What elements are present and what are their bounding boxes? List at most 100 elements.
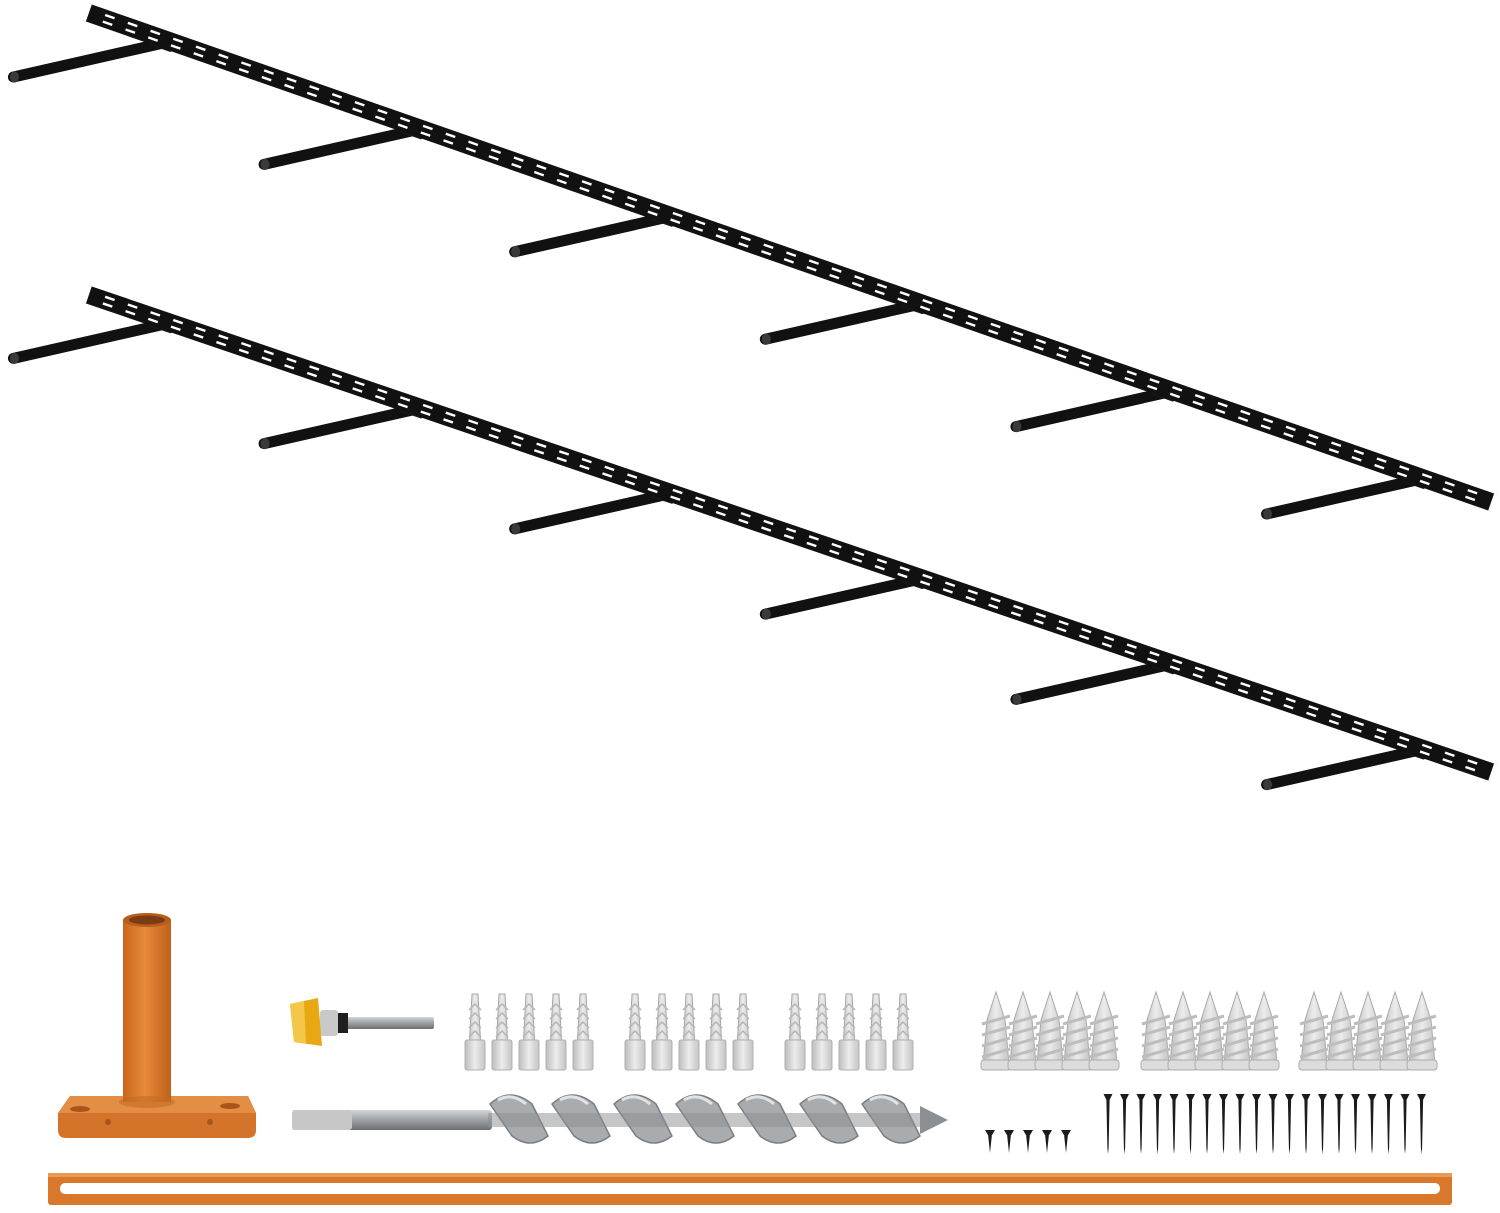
wall-plug bbox=[545, 993, 567, 1071]
bracket-slot bbox=[443, 139, 454, 145]
support-rod bbox=[1010, 659, 1172, 705]
bracket-slot bbox=[422, 403, 433, 410]
auger-highlight bbox=[807, 1095, 837, 1106]
bracket-slot bbox=[1240, 681, 1251, 688]
drywall-anchor bbox=[1194, 990, 1226, 1071]
long-screw bbox=[1384, 1094, 1393, 1154]
bracket-slot bbox=[922, 573, 933, 580]
bracket-slot bbox=[397, 123, 408, 129]
bracket-slot bbox=[102, 20, 113, 27]
bracket-slot bbox=[717, 504, 729, 510]
support-rod bbox=[509, 489, 671, 535]
bracket-bar bbox=[83, 3, 1497, 512]
bracket-slot bbox=[445, 132, 456, 139]
bracket-slot bbox=[150, 29, 161, 36]
bracket-slot bbox=[876, 558, 888, 564]
bracket-slot bbox=[238, 348, 249, 355]
bracket-slot bbox=[876, 283, 888, 289]
bracket-slot bbox=[127, 303, 138, 309]
bracket-slot bbox=[465, 147, 477, 153]
bracket-slot bbox=[261, 75, 272, 82]
bracket-slot bbox=[786, 251, 797, 257]
bracket-slot bbox=[1124, 649, 1135, 656]
long-screw bbox=[1202, 1094, 1212, 1154]
bracket-slot bbox=[1103, 635, 1115, 642]
bracket-slot bbox=[1033, 619, 1044, 625]
bracket-slot bbox=[1308, 433, 1319, 440]
bracket-slot bbox=[854, 275, 865, 281]
long-screw-set bbox=[1103, 1094, 1426, 1154]
bracket-slot bbox=[1215, 408, 1226, 415]
bracket-slot bbox=[556, 456, 567, 463]
bracket-slot bbox=[806, 541, 817, 548]
bracket-slot bbox=[1078, 634, 1090, 640]
drywall-anchor bbox=[1379, 990, 1411, 1071]
bracket-slot bbox=[1013, 604, 1024, 611]
long-screw bbox=[1285, 1094, 1294, 1154]
bracket-slot bbox=[374, 395, 386, 401]
bracket-slot bbox=[1444, 751, 1455, 757]
bracket-slot bbox=[920, 580, 931, 586]
bracket-slot bbox=[1399, 465, 1410, 471]
bracket-slot bbox=[990, 596, 1001, 603]
rod-end bbox=[1012, 421, 1022, 433]
bracket-slot bbox=[306, 91, 318, 98]
auger-highlight bbox=[683, 1095, 713, 1106]
bracket-slot bbox=[1465, 495, 1476, 502]
drywall-anchor bbox=[980, 990, 1012, 1071]
bracket-slot bbox=[695, 219, 706, 226]
support-rod bbox=[258, 404, 420, 450]
drywall-anchor bbox=[1088, 990, 1120, 1071]
rod-end bbox=[260, 438, 270, 450]
support-rod bbox=[759, 574, 921, 620]
bracket-slot bbox=[627, 195, 638, 202]
bracket-slot bbox=[1396, 471, 1408, 478]
bracket-slot bbox=[897, 572, 908, 579]
wall-plug bbox=[464, 993, 486, 1071]
long-screw bbox=[1219, 1094, 1228, 1154]
bracket-slot bbox=[377, 108, 388, 115]
bracket-slot bbox=[1262, 689, 1274, 696]
bracket-slot bbox=[1328, 448, 1339, 454]
bracket-slot bbox=[263, 69, 274, 75]
long-screw bbox=[1334, 1094, 1344, 1154]
bracket-slot bbox=[649, 203, 661, 210]
bracket-slot bbox=[536, 164, 547, 170]
bracket-slot bbox=[1374, 734, 1385, 741]
wall-plug bbox=[651, 993, 673, 1071]
bracket-slot bbox=[490, 148, 502, 155]
bracket-end-notch bbox=[1488, 493, 1500, 513]
bracket-slot bbox=[309, 85, 320, 91]
bracket-slot bbox=[1285, 697, 1296, 703]
bracket-slot bbox=[1374, 463, 1385, 470]
bracket-slot bbox=[468, 140, 479, 147]
long-screw bbox=[1400, 1094, 1410, 1154]
bracket-slot bbox=[1306, 440, 1317, 446]
bracket-slot bbox=[740, 511, 751, 518]
bracket-slot bbox=[125, 310, 136, 316]
drywall-anchor bbox=[1140, 990, 1172, 1071]
bracket-slot bbox=[241, 61, 252, 67]
drywall-anchor bbox=[1061, 990, 1093, 1071]
bracket-slot bbox=[627, 473, 638, 479]
bracket-slot bbox=[1215, 680, 1226, 687]
support-rod bbox=[1261, 745, 1423, 791]
bracket-slot bbox=[1396, 742, 1408, 749]
bracket-slot bbox=[240, 342, 252, 348]
bracket-slot bbox=[536, 442, 547, 448]
drywall-anchor bbox=[1167, 990, 1199, 1071]
bracket-slot bbox=[1078, 360, 1090, 367]
bracket-slot bbox=[1467, 759, 1478, 765]
support-rod bbox=[7, 318, 169, 364]
bracket-slot bbox=[558, 450, 570, 456]
bracket-slot bbox=[988, 603, 999, 610]
rod-end bbox=[1263, 779, 1273, 791]
drilling-template-strip bbox=[48, 1173, 1452, 1205]
wall-plug bbox=[892, 993, 914, 1071]
bracket-slot bbox=[1260, 696, 1271, 702]
long-screw bbox=[1367, 1094, 1377, 1154]
bracket-slot bbox=[352, 387, 363, 393]
router-bit bbox=[290, 998, 434, 1046]
rod-end bbox=[761, 333, 771, 345]
